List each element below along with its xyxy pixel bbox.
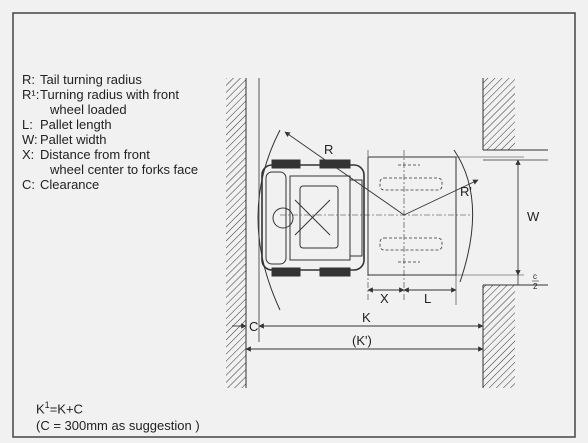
label-R1: R'	[460, 184, 472, 199]
legend-key: X:	[22, 147, 35, 162]
forks	[379, 177, 443, 251]
formula-k-sup: 1	[44, 400, 50, 410]
legend-key: C:	[22, 177, 35, 192]
label-W: W	[527, 209, 540, 224]
legend-row-l: L: Pallet length	[22, 117, 198, 132]
tail-radius-arc	[257, 129, 281, 311]
formula-k-suffix: =K+C	[49, 401, 83, 417]
label-c-half-num: c	[533, 272, 537, 281]
label-L: L	[424, 291, 431, 306]
front-radius-arc	[453, 149, 474, 283]
legend-key: L:	[22, 117, 33, 132]
label-K: K	[362, 310, 371, 325]
label-c-half-den: 2	[533, 282, 538, 291]
legend-row-x: X: Distance from front	[22, 147, 198, 162]
legend-text: Clearance	[40, 177, 100, 192]
left-wall-hatch	[226, 78, 246, 388]
legend-text: Pallet length	[40, 117, 112, 132]
legend-row-r: R: Tail turning radius	[22, 72, 198, 87]
formula-k: K	[36, 401, 45, 417]
legend-key: W:	[22, 132, 38, 147]
formula-line-1: K1=K+C	[36, 397, 200, 417]
label-K1: (K')	[352, 333, 372, 348]
legend-text: Pallet width	[40, 132, 107, 147]
radius-R1-line	[403, 179, 479, 216]
legend: R: Tail turning radius R¹:Turning radius …	[22, 72, 198, 192]
legend-text: Turning radius with front	[40, 87, 179, 102]
label-X: X	[380, 291, 389, 306]
outer-frame	[12, 12, 576, 438]
legend-text: wheel center to forks face	[50, 162, 199, 177]
right-lower-wall-hatch	[483, 285, 515, 388]
legend-text: wheel loaded	[50, 102, 127, 117]
formula: K1=K+C (C = 300mm as suggestion )	[36, 397, 200, 434]
legend-key: R¹:	[22, 87, 40, 102]
label-R: R	[324, 142, 333, 157]
label-C: C	[249, 319, 258, 334]
legend-row-r1: R¹:Turning radius with front	[22, 87, 198, 102]
legend-row-w: W:Pallet width	[22, 132, 198, 147]
pallet-outline	[367, 156, 457, 276]
legend-row-x-cont: wheel center to forks face	[22, 162, 198, 177]
formula-line-2: (C = 300mm as suggestion )	[36, 418, 200, 434]
legend-text: Distance from front	[40, 147, 150, 162]
fork-dashes	[398, 164, 420, 263]
radius-R-line	[284, 131, 405, 216]
legend-row-c: C: Clearance	[22, 177, 198, 192]
forklift-top-view	[261, 159, 365, 277]
legend-text: Tail turning radius	[40, 72, 142, 87]
legend-row-r1-cont: wheel loaded	[22, 102, 198, 117]
legend-key: R:	[22, 72, 35, 87]
right-upper-wall-hatch	[483, 78, 515, 150]
